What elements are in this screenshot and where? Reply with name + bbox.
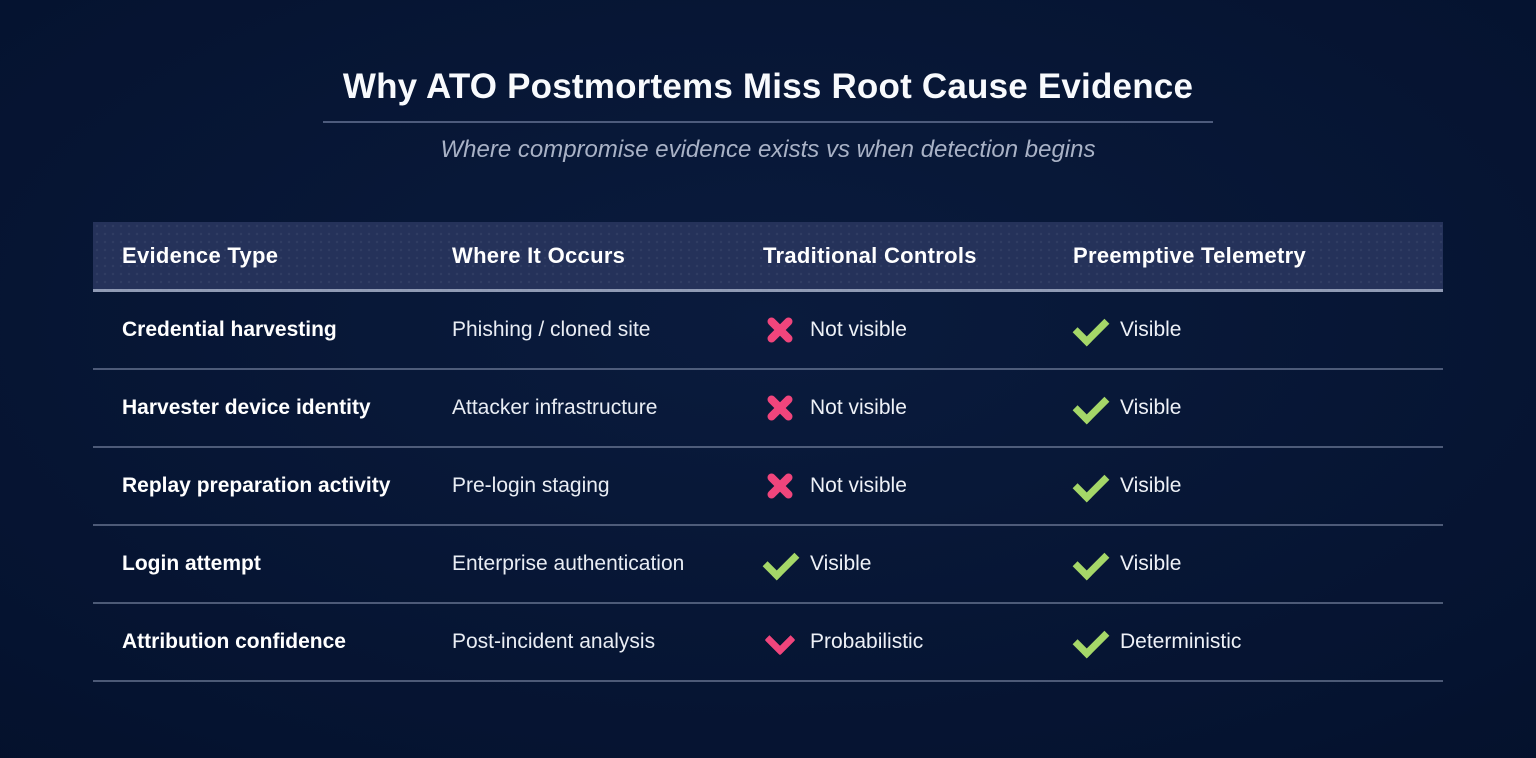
column-header-evidence-type: Evidence Type: [122, 242, 279, 268]
traditional-controls-cell: Visible: [763, 547, 1073, 581]
status-label: Deterministic: [1120, 630, 1242, 653]
preemptive-telemetry-cell: Visible: [1073, 469, 1443, 503]
where-it-occurs-cell: Phishing / cloned site: [452, 318, 651, 341]
table-row: Replay preparation activity Pre-login st…: [93, 448, 1443, 526]
table-row: Credential harvesting Phishing / cloned …: [93, 292, 1443, 370]
preemptive-telemetry-cell: Deterministic: [1073, 625, 1443, 659]
status-label: Not visible: [810, 396, 907, 419]
status-label: Visible: [1120, 552, 1182, 575]
check-icon: [1073, 469, 1107, 503]
table-header-row: Evidence Type Where It Occurs Traditiona…: [93, 222, 1443, 292]
table-body: Credential harvesting Phishing / cloned …: [93, 292, 1443, 682]
preemptive-telemetry-cell: Visible: [1073, 547, 1443, 581]
where-it-occurs-cell: Enterprise authentication: [452, 552, 685, 575]
status-label: Visible: [1120, 318, 1182, 341]
preemptive-telemetry-cell: Visible: [1073, 391, 1443, 425]
traditional-controls-cell: Not visible: [763, 391, 1073, 425]
where-it-occurs-cell: Post-incident analysis: [452, 630, 656, 653]
evidence-type-cell: Login attempt: [122, 552, 261, 575]
status-label: Visible: [810, 552, 872, 575]
table-row: Attribution confidence Post-incident ana…: [93, 604, 1443, 682]
page-title: Why ATO Postmortems Miss Root Cause Evid…: [342, 67, 1194, 106]
page-subtitle: Where compromise evidence exists vs when…: [440, 136, 1096, 163]
traditional-controls-cell: Not visible: [763, 469, 1073, 503]
status-label: Visible: [1120, 396, 1182, 419]
title-divider: [323, 121, 1213, 123]
column-header-where-it-occurs: Where It Occurs: [452, 242, 626, 268]
status-label: Not visible: [810, 474, 907, 497]
check-icon: [763, 547, 797, 581]
evidence-type-cell: Replay preparation activity: [122, 474, 391, 497]
evidence-type-cell: Credential harvesting: [122, 318, 337, 341]
traditional-controls-cell: Probabilistic: [763, 625, 1073, 659]
check-icon: [1073, 391, 1107, 425]
table-row: Harvester device identity Attacker infra…: [93, 370, 1443, 448]
chevron-down-icon: [763, 625, 797, 659]
status-label: Probabilistic: [810, 630, 924, 653]
check-icon: [1073, 313, 1107, 347]
x-icon: [763, 313, 797, 347]
where-it-occurs-cell: Pre-login staging: [452, 474, 610, 497]
preemptive-telemetry-cell: Visible: [1073, 313, 1443, 347]
check-icon: [1073, 625, 1107, 659]
column-header-traditional-controls: Traditional Controls: [763, 242, 977, 268]
x-icon: [763, 391, 797, 425]
where-it-occurs-cell: Attacker infrastructure: [452, 396, 658, 419]
table-row: Login attempt Enterprise authentication …: [93, 526, 1443, 604]
evidence-table: Evidence Type Where It Occurs Traditiona…: [93, 222, 1443, 682]
traditional-controls-cell: Not visible: [763, 313, 1073, 347]
status-label: Visible: [1120, 474, 1182, 497]
evidence-type-cell: Harvester device identity: [122, 396, 371, 419]
x-icon: [763, 469, 797, 503]
page-header: Why ATO Postmortems Miss Root Cause Evid…: [0, 66, 1536, 164]
evidence-type-cell: Attribution confidence: [122, 630, 346, 653]
column-header-preemptive-telemetry: Preemptive Telemetry: [1073, 242, 1307, 268]
check-icon: [1073, 547, 1107, 581]
status-label: Not visible: [810, 318, 907, 341]
